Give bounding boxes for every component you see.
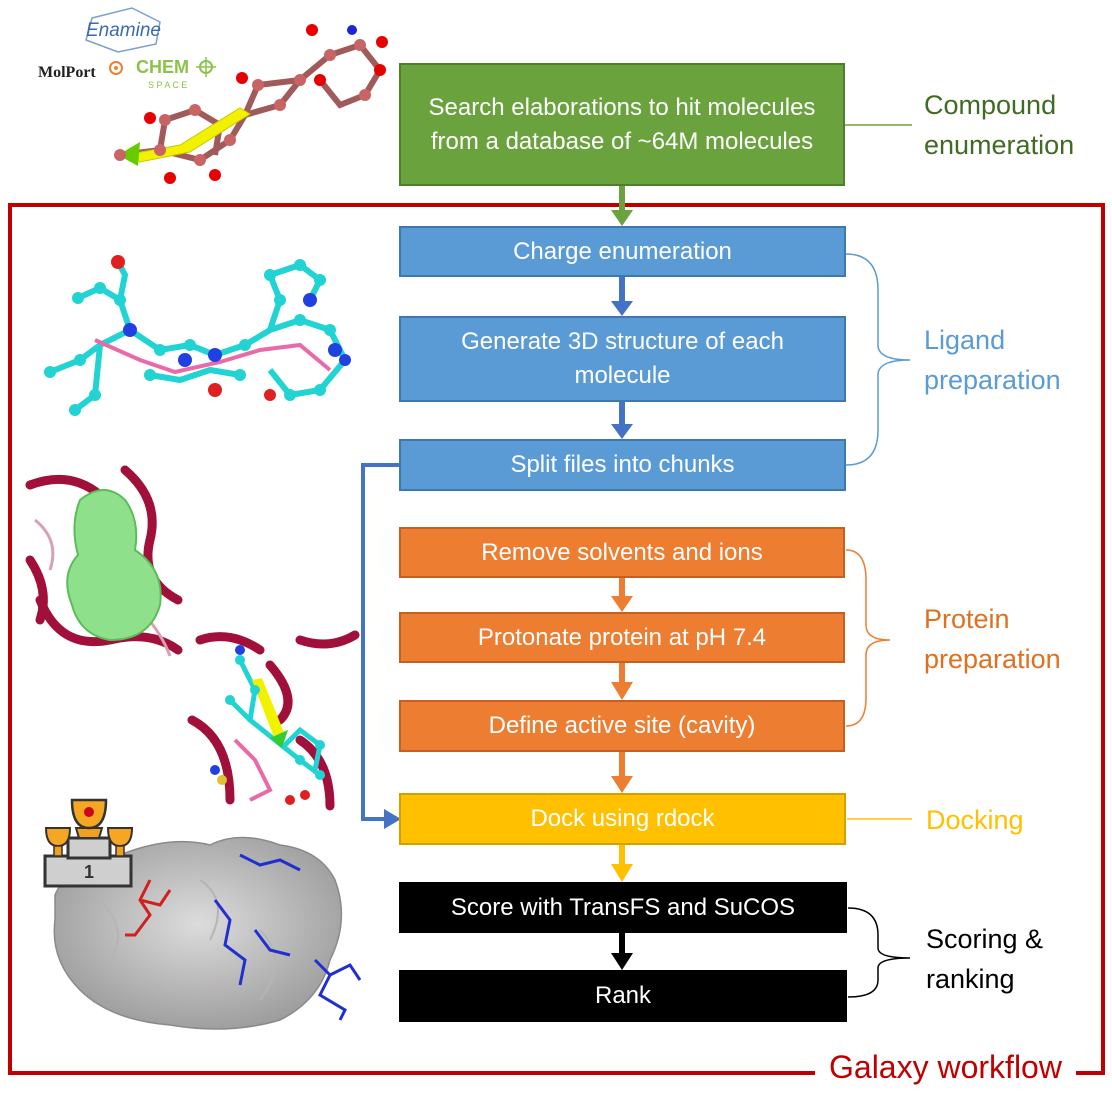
step-search-label: Search elaborations to hit molecules fro… <box>428 93 816 155</box>
protein-brace <box>845 549 891 727</box>
step-search-elaborations: Search elaborations to hit molecules fro… <box>399 63 845 186</box>
step-charge-enumeration: Charge enumeration <box>399 226 846 277</box>
step-define-label: Define active site (cavity) <box>488 712 756 739</box>
scoring-brace <box>847 907 911 998</box>
step-protonate-protein: Protonate protein at pH 7.4 <box>399 612 845 663</box>
step-protonate-label: Protonate protein at pH 7.4 <box>477 623 767 651</box>
chemspace-logo-subtitle: S P A C E <box>148 80 188 90</box>
step-dock: Dock using rdock <box>399 793 846 845</box>
step-rank: Rank <box>399 970 847 1022</box>
arrow-split-to-dock <box>361 463 401 829</box>
group-label-compound-line1: Compound <box>924 90 1057 120</box>
step-dock-label: Dock using rdock <box>530 805 715 832</box>
docked-pose-illustration <box>187 628 360 811</box>
arrow-dock-to-score <box>611 845 633 882</box>
group-label-protein-preparation: Protein preparation <box>924 599 1061 679</box>
enamine-logo: Enamine <box>86 20 161 41</box>
arrow-define-to-dock <box>611 752 633 793</box>
arrow-remove-to-protonate <box>611 578 633 612</box>
arrow-score-to-rank <box>611 933 633 970</box>
arrow-charge-to-generate <box>611 277 633 316</box>
group-label-compound-enumeration: Compound enumeration <box>924 85 1074 165</box>
arrow-search-to-charge <box>611 186 633 226</box>
galaxy-workflow-label: Galaxy workflow <box>815 1045 1076 1089</box>
step-split-files: Split files into chunks <box>399 439 846 491</box>
ligand-brace <box>845 253 911 466</box>
group-label-scoring-line1: Scoring & <box>926 924 1044 954</box>
group-label-scoring-ranking: Scoring & ranking <box>926 919 1043 999</box>
step-score-label: Score with TransFS and SuCOS <box>450 893 796 921</box>
enamine-logo-icon <box>85 7 161 53</box>
step-define-active-site: Define active site (cavity) <box>399 700 845 752</box>
step-generate-label: Generate 3D structure of each molecule <box>461 328 784 389</box>
step-score: Score with TransFS and SuCOS <box>399 882 847 933</box>
group-label-ligand-preparation: Ligand preparation <box>924 320 1061 400</box>
group-label-protein-line1: Protein <box>924 604 1010 634</box>
arrow-generate-to-split <box>611 402 633 439</box>
hit-molecule-illustration <box>114 24 388 184</box>
step-rank-label: Rank <box>594 982 652 1009</box>
step-remove-label: Remove solvents and ions <box>481 538 763 566</box>
step-remove-solvents: Remove solvents and ions <box>399 527 845 578</box>
chemspace-logo: CHEM <box>136 57 189 77</box>
arrow-protonate-to-define <box>611 663 633 700</box>
trophy-podium-icon <box>43 798 134 888</box>
ligand-conformers-illustration <box>44 255 351 416</box>
step-generate-3d: Generate 3D structure of each molecule <box>399 316 846 402</box>
molport-star-icon <box>109 61 123 75</box>
podium-rank-number: 1 <box>84 862 94 882</box>
protein-cavity-illustration <box>25 465 183 657</box>
group-label-scoring-line2: ranking <box>926 964 1015 994</box>
chemspace-atom-icon <box>196 57 216 77</box>
group-label-protein-line2: preparation <box>924 644 1061 674</box>
step-charge-label: Charge enumeration <box>513 237 732 265</box>
group-label-ligand-line1: Ligand <box>924 325 1006 355</box>
group-label-docking: Docking <box>926 800 1024 840</box>
galaxy-workflow-frame <box>8 203 1105 1075</box>
molport-logo: MolPort <box>38 64 96 81</box>
group-label-compound-line2: enumeration <box>924 130 1075 160</box>
step-split-label: Split files into chunks <box>510 451 735 478</box>
group-label-docking-line1: Docking <box>926 805 1024 835</box>
group-label-ligand-line2: preparation <box>924 365 1061 395</box>
